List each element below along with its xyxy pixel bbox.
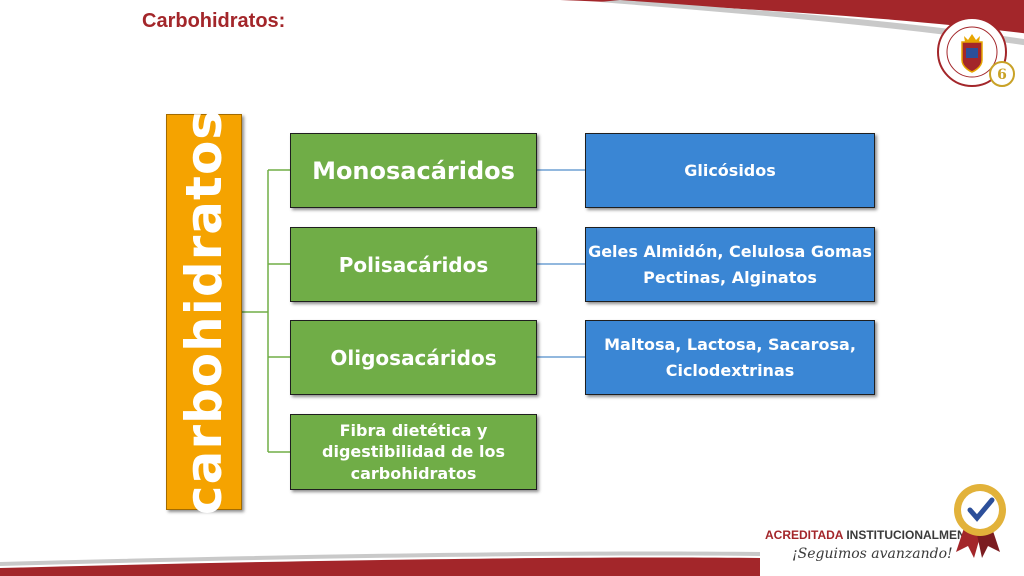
- category-label: Monosacáridos: [312, 156, 515, 185]
- accreditation-strong: ACREDITADA: [765, 528, 843, 542]
- bottom-decorative-swoosh: [0, 551, 760, 576]
- category-node-monosacaridos: Monosacáridos: [290, 133, 537, 208]
- root-node-label: carbohidratos: [175, 108, 233, 516]
- example-label: Geles Almidón, Celulosa Gomas Pectinas, …: [588, 241, 872, 287]
- example-node-oligosacaridos: Maltosa, Lactosa, Sacarosa, Ciclodextrin…: [585, 320, 875, 395]
- accreditation-text: ACREDITADA INSTITUCIONALMENTE: [765, 528, 981, 542]
- root-node: carbohidratos: [166, 109, 242, 515]
- accreditation-badge-icon: [954, 484, 1006, 558]
- category-node-oligosacaridos: Oligosacáridos: [290, 320, 537, 395]
- example-node-glicosidos: Glicósidos: [585, 133, 875, 208]
- category-label: Polisacáridos: [338, 252, 489, 277]
- top-decorative-swoosh: [560, 0, 1024, 46]
- category-label: Oligosacáridos: [330, 345, 497, 370]
- category-label: Fibra dietética y digestibilidad de los …: [322, 420, 505, 483]
- category-node-fibra-dietetica: Fibra dietética y digestibilidad de los …: [290, 414, 537, 490]
- accreditation-rest: INSTITUCIONALMENTE: [843, 528, 981, 542]
- category-node-polisacaridos: Polisacáridos: [290, 227, 537, 302]
- svg-text:6: 6: [997, 67, 1007, 83]
- university-seal-logo: 6: [937, 17, 1015, 87]
- slogan-text: ¡Seguimos avanzando!: [792, 546, 953, 562]
- example-label: Glicósidos: [684, 161, 776, 180]
- example-label: Maltosa, Lactosa, Sacarosa, Ciclodextrin…: [604, 334, 856, 380]
- slide-title: Carbohidratos:: [142, 10, 286, 32]
- example-node-polisacaridos: Geles Almidón, Celulosa Gomas Pectinas, …: [585, 227, 875, 302]
